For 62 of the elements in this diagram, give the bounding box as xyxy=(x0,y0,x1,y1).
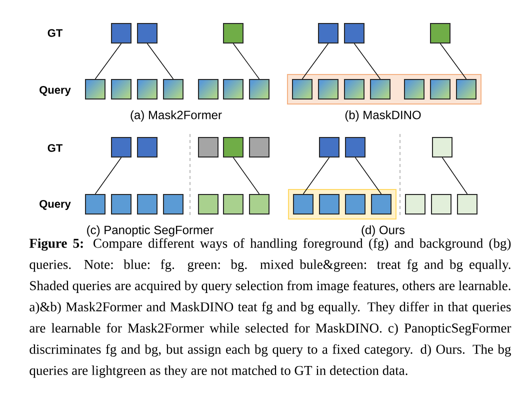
gt-square xyxy=(345,137,366,158)
query-square xyxy=(292,79,312,100)
row-label: GT xyxy=(48,144,63,152)
query-square xyxy=(405,194,426,214)
gt-square xyxy=(318,23,338,44)
query-square xyxy=(249,79,270,100)
match-line xyxy=(232,43,260,80)
query-square xyxy=(293,194,314,214)
query-square xyxy=(85,194,106,214)
query-square xyxy=(371,194,392,214)
gt-square xyxy=(249,137,270,158)
gt-square xyxy=(137,137,158,158)
gt-square xyxy=(430,23,450,44)
query-square xyxy=(163,194,184,214)
query-square xyxy=(456,79,476,100)
query-square xyxy=(430,79,450,100)
row-label: Query xyxy=(40,200,71,210)
query-square xyxy=(344,79,364,100)
match-line xyxy=(232,157,260,194)
gt-square xyxy=(198,137,218,158)
match-line xyxy=(354,157,382,194)
query-square xyxy=(111,79,132,100)
query-square xyxy=(111,194,132,214)
row-label: GT xyxy=(48,29,63,37)
match-line xyxy=(354,43,381,80)
query-square xyxy=(319,194,340,214)
query-square xyxy=(404,79,424,100)
gt-square xyxy=(137,23,158,44)
panel-caption: (b) MaskDINO xyxy=(345,110,421,122)
gt-square xyxy=(432,137,452,158)
query-square xyxy=(370,79,390,100)
match-line xyxy=(94,157,122,194)
gt-square xyxy=(319,137,340,158)
panel-caption: (c) Panoptic SegFormer xyxy=(87,225,214,237)
query-square xyxy=(457,194,478,214)
gt-square xyxy=(223,137,244,158)
query-square xyxy=(223,194,244,214)
match-line xyxy=(302,157,330,194)
match-line xyxy=(146,43,174,80)
gt-square xyxy=(111,137,132,158)
match-line xyxy=(94,43,122,80)
figure-caption: Figure 5: Compare different ways of handling foreground (fg) and background (bg) queries. Note: blue: fg. green: bg. mixed bule&green: treat fg and bg equally. Shaded queries are acquired by query selection from image features, others are learnable. a)&b) Mask2Former and MaskDINO teat fg and bg equally. They differ in that queries are learnable for Mask2Former while selected for MaskDINO. c) PanopticSegFormer discriminates fg and bg, but assign each bg query to a fixed category. d) Ours. The bg queries are lightgreen as they are not matched to GT in detection data. xyxy=(29,238,512,378)
query-square xyxy=(163,79,184,100)
query-square xyxy=(137,194,158,214)
match-line xyxy=(440,43,467,80)
gt-square xyxy=(111,23,132,44)
panel-caption: (a) Mask2Former xyxy=(130,110,222,122)
query-square xyxy=(249,194,270,214)
row-label: Query xyxy=(40,86,71,96)
query-square xyxy=(223,79,244,100)
match-line xyxy=(302,43,329,80)
query-square xyxy=(431,194,452,214)
gt-square xyxy=(223,23,244,44)
panel-caption: (d) Ours xyxy=(362,225,405,237)
query-square xyxy=(198,79,218,100)
match-line xyxy=(442,157,468,194)
query-square xyxy=(318,79,338,100)
query-square xyxy=(345,194,366,214)
gt-square xyxy=(344,23,364,44)
query-square xyxy=(198,194,218,214)
query-square xyxy=(137,79,158,100)
query-square xyxy=(85,79,106,100)
